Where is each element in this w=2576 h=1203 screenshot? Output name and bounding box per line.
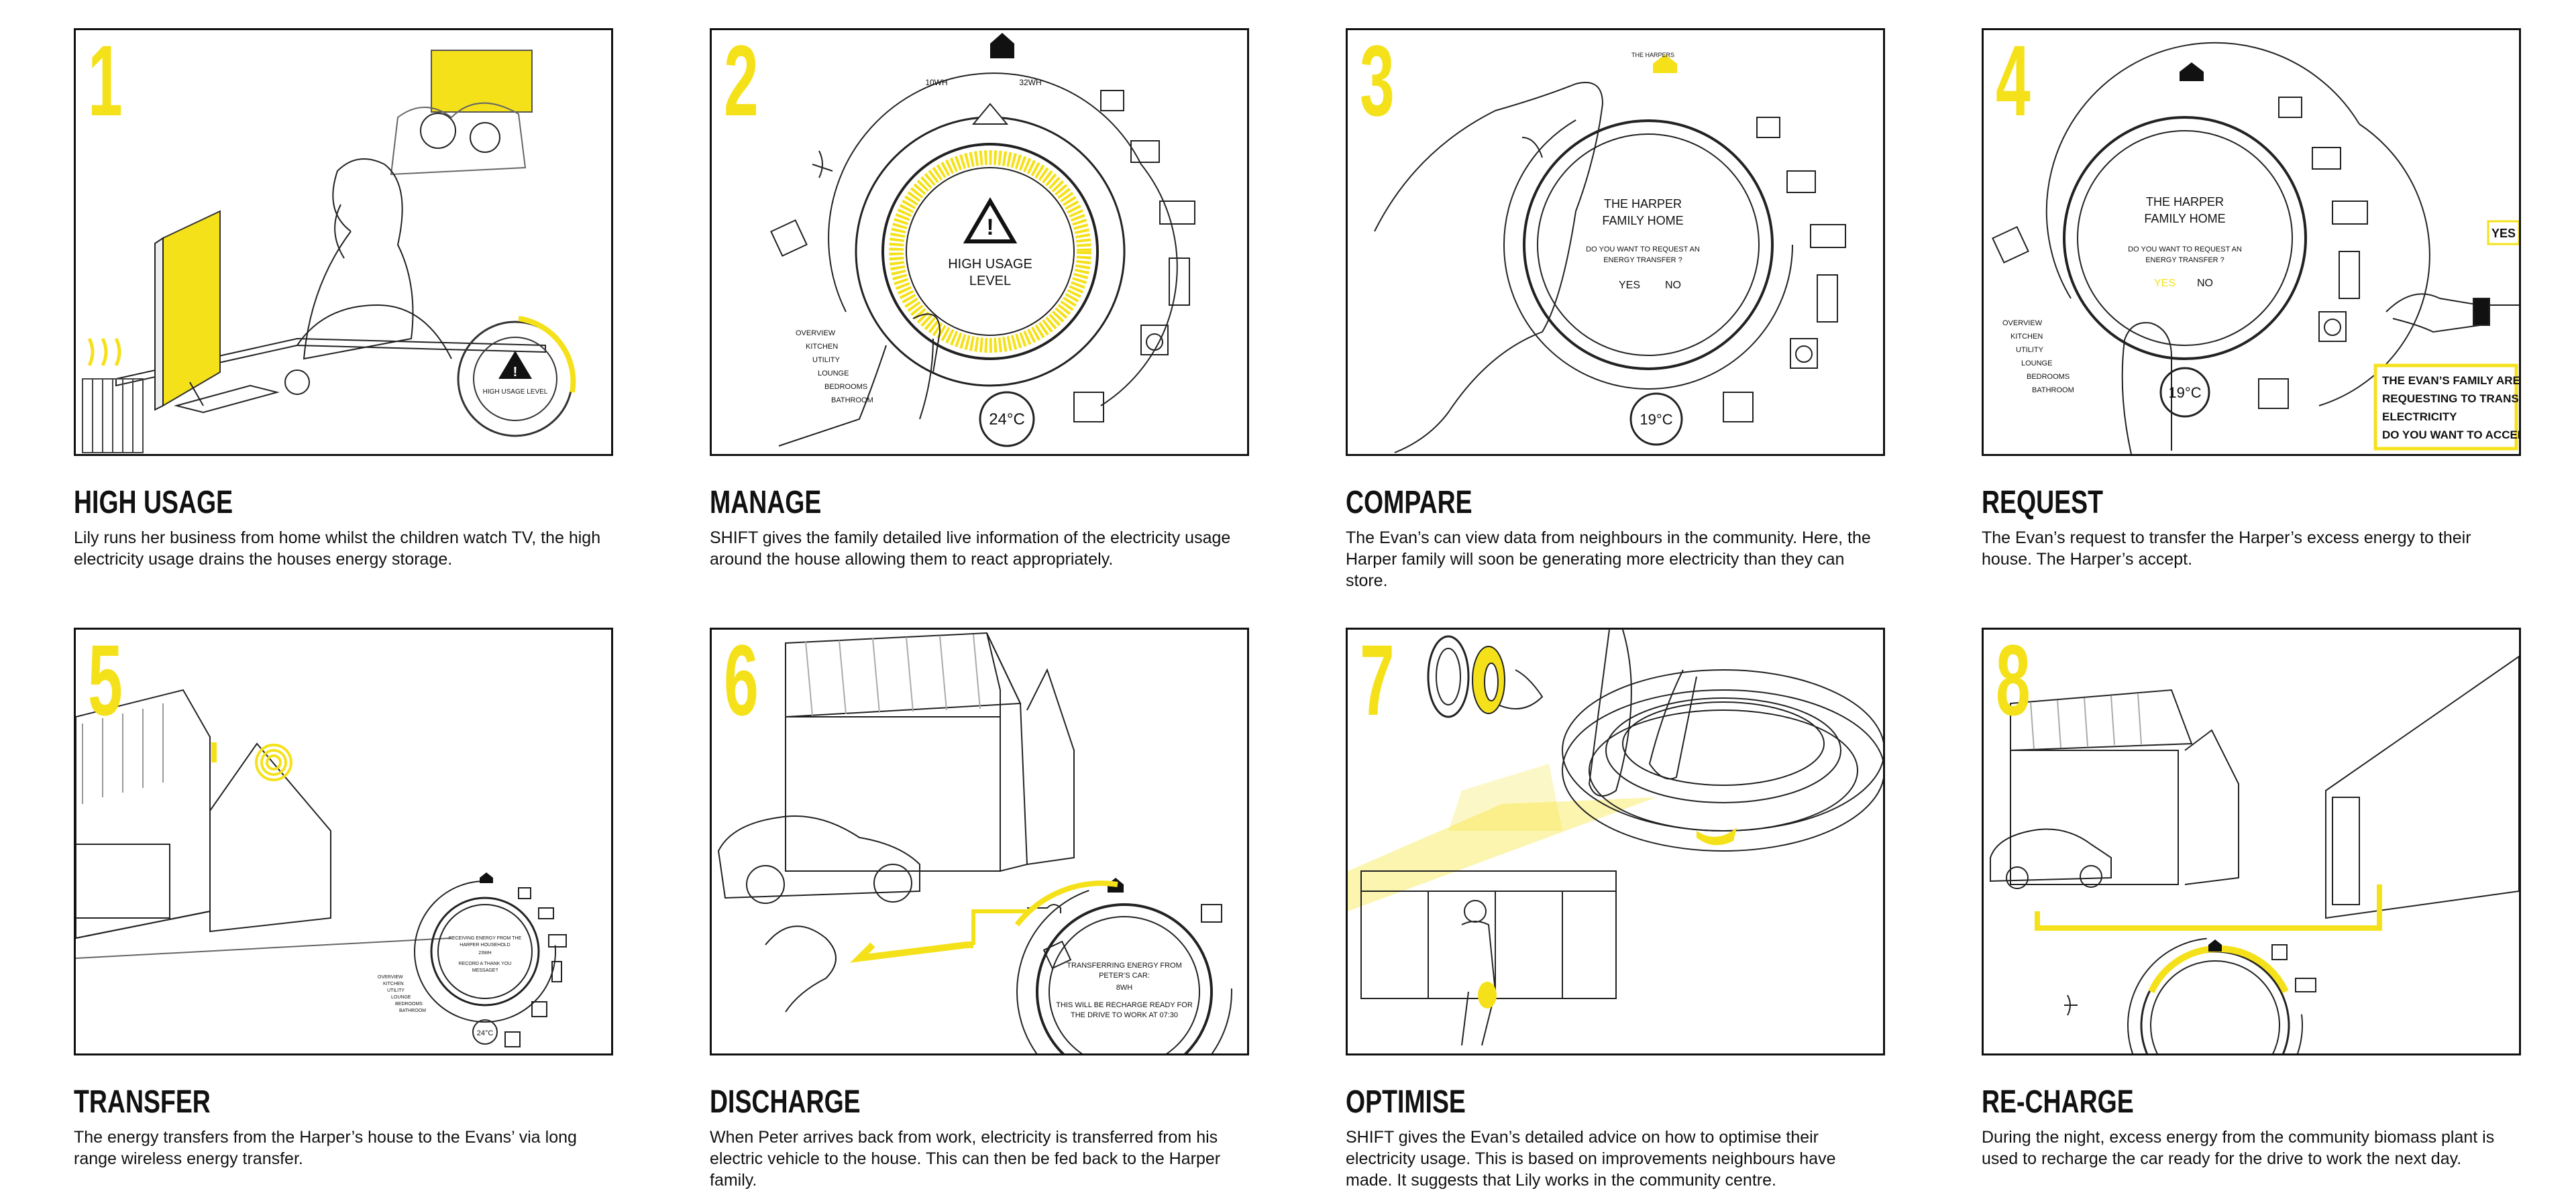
panel-5-number: 5 (88, 628, 123, 736)
notice-line-4[interactable]: DO YOU WANT TO ACCEPT? (2382, 428, 2519, 441)
msg-line-3: 8WH (1116, 984, 1133, 992)
panel-7-number: 7 (1360, 628, 1395, 736)
panel-7-description: SHIFT gives the Evan’s detailed advice o… (1346, 1128, 1836, 1190)
msg-line-5: THE DRIVE TO WORK AT 07:30 (1071, 1011, 1178, 1019)
panel-1-frame: ! HIGH USAGE LEVEL 1 (74, 28, 613, 456)
panel-7-title: OPTIMISE (1346, 1084, 1466, 1120)
panel-2-number: 2 (724, 28, 759, 137)
panel-4-number: 4 (1996, 28, 2031, 137)
panel-4-frame: THE HARPER FAMILY HOME DO YOU WANT TO RE… (1982, 28, 2521, 456)
panel-3-number: 3 (1360, 28, 1395, 137)
panel-6-number: 6 (724, 628, 759, 736)
panel-6-illustration: TRANSFERRING ENERGY FROM PETER’S CAR: 8W… (717, 632, 1232, 1053)
menu-overview[interactable]: OVERVIEW (796, 329, 836, 337)
panel-6-title: DISCHARGE (710, 1084, 861, 1120)
panel-8-illustration (1990, 655, 2519, 1053)
msg-line-5[interactable]: MESSAGE? (472, 968, 498, 973)
menu-bathroom[interactable]: BATHROOM (831, 396, 873, 404)
temperature-readout: 19°C (2168, 384, 2201, 401)
menu-lounge[interactable]: LOUNGE (2021, 359, 2052, 367)
temperature-readout: 24°C (989, 410, 1025, 428)
menu-bedrooms[interactable]: BEDROOMS (2027, 373, 2070, 381)
notice-line-1: THE EVAN’S FAMILY ARE (2382, 374, 2519, 387)
panel-2-frame: ! HIGH USAGE LEVEL 24°C 10WH 32WH OVERVI… (710, 28, 1249, 456)
home-line-1: THE HARPER (1604, 197, 1682, 211)
panel-1-number: 1 (88, 28, 123, 137)
watch-yes-tag[interactable]: YES (2491, 227, 2516, 240)
panel-2-illustration: ! HIGH USAGE LEVEL 24°C 10WH 32WH OVERVI… (770, 33, 1195, 447)
question-line-2: ENERGY TRANSFER ? (1603, 256, 1682, 264)
panel-1-illustration: ! HIGH USAGE LEVEL (82, 50, 576, 453)
msg-line-2: PETER’S CAR: (1099, 972, 1150, 980)
panel-8-title: RE-CHARGE (1982, 1084, 2134, 1120)
menu-kitchen[interactable]: KITCHEN (2010, 333, 2043, 341)
home-line-2: FAMILY HOME (2144, 212, 2225, 225)
tv-screen (431, 50, 533, 113)
alert-line-2: LEVEL (969, 274, 1011, 288)
neighbour-name[interactable]: THE HARPERS (1631, 52, 1674, 58)
menu-overview[interactable]: OVERVIEW (2002, 319, 2043, 327)
menu-lounge[interactable]: LOUNGE (818, 369, 849, 378)
yes-option[interactable]: YES (2154, 278, 2176, 289)
menu-kitchen[interactable]: KITCHEN (383, 982, 404, 986)
panel-4-description: The Evan’s request to transfer the Harpe… (1982, 528, 2471, 569)
msg-line-1: TRANSFERRING ENERGY FROM (1067, 962, 1182, 970)
panel-6-frame: TRANSFERRING ENERGY FROM PETER’S CAR: 8W… (710, 628, 1249, 1055)
panel-4-title: REQUEST (1982, 485, 2103, 520)
panel-7-frame: 7 (1346, 628, 1885, 1055)
scale-right: 32WH (1019, 78, 1041, 87)
panel-5-title: TRANSFER (74, 1084, 211, 1120)
scale-left: 10WH (925, 78, 947, 87)
panel-5-illustration: RECEIVING ENERGY FROM THE HARPER HOUSEHO… (76, 689, 567, 1047)
panel-3-title: COMPARE (1346, 485, 1472, 520)
svg-text:!: ! (513, 365, 518, 380)
panel-3-description: The Evan’s can view data from neighbours… (1346, 528, 1871, 590)
panel-1-title: HIGH USAGE (74, 485, 233, 520)
home-line-2: FAMILY HOME (1602, 214, 1683, 227)
svg-text:!: ! (986, 215, 994, 240)
msg-line-4: THIS WILL BE RECHARGE READY FOR (1056, 1001, 1193, 1009)
panel-8-number: 8 (1996, 628, 2031, 736)
msg-line-4[interactable]: RECORD A THANK YOU (459, 962, 512, 966)
panel-8-description: During the night, excess energy from the… (1982, 1128, 2495, 1168)
msg-line-3: 23WH (478, 951, 491, 956)
no-option[interactable]: NO (1665, 280, 1681, 291)
panel-2-title: MANAGE (710, 485, 822, 520)
device-alert-label: HIGH USAGE LEVEL (483, 388, 548, 396)
notice-line-3: ELECTRICITY (2382, 410, 2457, 423)
msg-line-2: HARPER HOUSEHOLD (460, 943, 510, 948)
menu-utility[interactable]: UTILITY (812, 356, 841, 364)
panel-7-illustration (1348, 630, 1883, 1046)
yes-option[interactable]: YES (1619, 280, 1640, 291)
question-line-1: DO YOU WANT TO REQUEST AN (2128, 245, 2242, 253)
panel-5-frame: RECEIVING ENERGY FROM THE HARPER HOUSEHO… (74, 628, 613, 1055)
panel-4-illustration: THE HARPER FAMILY HOME DO YOU WANT TO RE… (1992, 42, 2519, 454)
question-line-1: DO YOU WANT TO REQUEST AN (1586, 245, 1700, 253)
menu-utility[interactable]: UTILITY (2016, 346, 2044, 354)
temperature-readout: 19°C (1640, 411, 1672, 428)
menu-kitchen[interactable]: KITCHEN (806, 343, 838, 351)
temperature-readout: 24°C (477, 1029, 494, 1037)
panel-2-description: SHIFT gives the family detailed live inf… (710, 528, 1231, 569)
menu-bedrooms[interactable]: BEDROOMS (395, 1002, 423, 1007)
menu-bathroom[interactable]: BATHROOM (399, 1009, 426, 1013)
question-line-2: ENERGY TRANSFER ? (2145, 256, 2224, 264)
home-line-1: THE HARPER (2146, 195, 2224, 209)
panel-1-description: Lily runs her business from home whilst … (74, 528, 601, 569)
menu-utility[interactable]: UTILITY (387, 988, 405, 993)
menu-overview[interactable]: OVERVIEW (378, 975, 403, 980)
msg-line-1: RECEIVING ENERGY FROM THE (449, 936, 522, 941)
panel-3-frame: THE HARPERS THE HARPER FAMILY HOME DO YO… (1346, 28, 1885, 456)
notice-line-2: REQUESTING TO TRANSFER (2382, 392, 2519, 405)
menu-bedrooms[interactable]: BEDROOMS (824, 383, 867, 391)
menu-bathroom[interactable]: BATHROOM (2032, 386, 2074, 394)
panel-3-illustration: THE HARPERS THE HARPER FAMILY HOME DO YO… (1374, 52, 1846, 453)
alert-line-1: HIGH USAGE (948, 257, 1032, 272)
panel-5-description: The energy transfers from the Harper’s h… (74, 1128, 577, 1168)
no-option[interactable]: NO (2197, 278, 2213, 289)
panel-6-description: When Peter arrives back from work, elect… (710, 1128, 1221, 1190)
menu-lounge[interactable]: LOUNGE (391, 995, 411, 1000)
panel-8-frame: 8 (1982, 628, 2521, 1055)
